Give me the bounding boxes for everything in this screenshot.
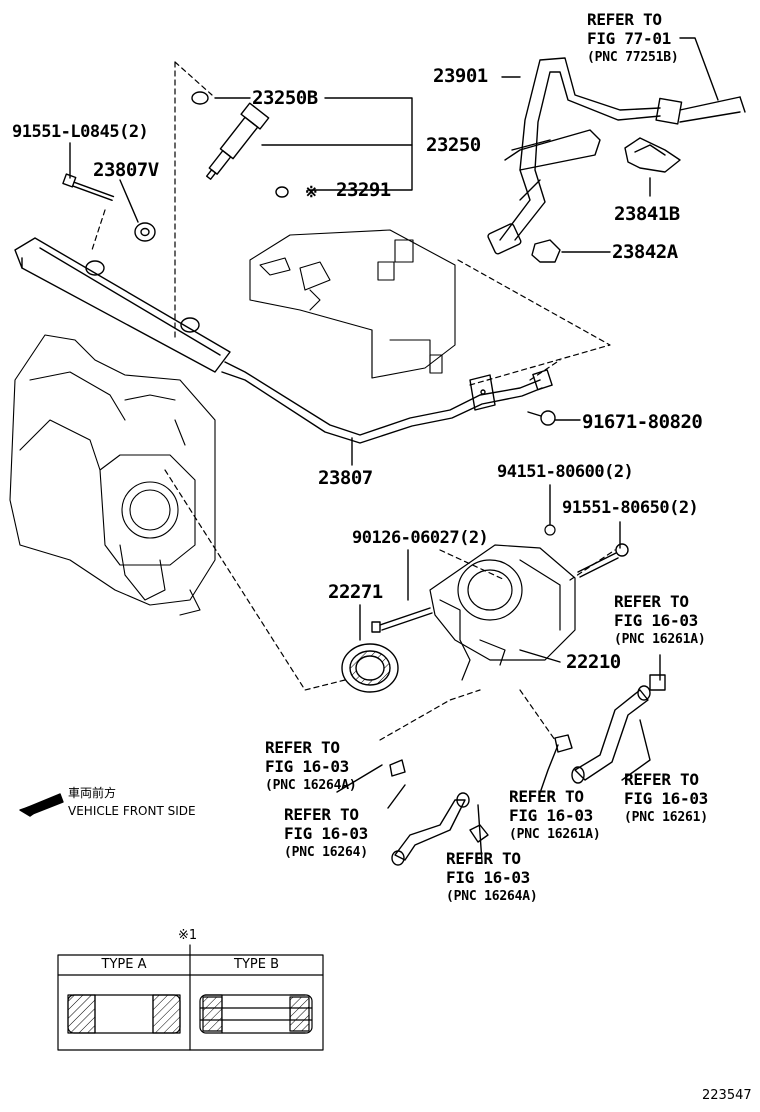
label-23841B[interactable]: 23841B — [614, 203, 680, 225]
label-91551-80650[interactable]: 91551-80650(2) — [562, 498, 699, 518]
label-23842A[interactable]: 23842A — [612, 241, 678, 263]
label-23807V[interactable]: 23807V — [93, 159, 159, 181]
label-23250B[interactable]: 23250B — [252, 87, 318, 109]
bolt-91671 — [527, 410, 556, 426]
table-header-type-a: TYPE A — [101, 957, 147, 972]
diagram-code: 223547 — [702, 1088, 752, 1103]
type-table — [57, 944, 324, 1051]
throttle-body — [429, 524, 576, 681]
clamp-23842A — [531, 239, 561, 263]
leader-23250-group — [307, 97, 413, 191]
label-23807[interactable]: 23807 — [318, 467, 373, 489]
label-23901[interactable]: 23901 — [433, 65, 488, 87]
label-22271[interactable]: 22271 — [328, 581, 383, 603]
label-23250[interactable]: 23250 — [426, 134, 481, 156]
label-90126-06027[interactable]: 90126-06027(2) — [352, 528, 489, 548]
stud — [371, 607, 433, 633]
label-91671-80820[interactable]: 91671-80820 — [582, 411, 703, 433]
o-ring — [191, 91, 209, 105]
clip-23841B — [624, 137, 681, 173]
leader-22210 — [519, 649, 561, 663]
table-note-marker: ※1 — [178, 928, 198, 943]
leader-fig77 — [679, 37, 719, 101]
intake-manifold — [9, 334, 216, 616]
table-header-type-b: TYPE B — [234, 957, 279, 972]
gasket — [341, 643, 399, 693]
injector — [205, 102, 270, 180]
water-hoses — [389, 674, 666, 866]
label-23291[interactable]: 23291 — [336, 179, 391, 201]
inline-note-marker: ※ — [305, 183, 318, 201]
cylinder-head — [249, 229, 456, 379]
fuel-rail — [14, 237, 553, 444]
label-91551-L0845[interactable]: 91551-L0845(2) — [12, 122, 149, 142]
fuel-hose — [487, 57, 746, 255]
leader-23807V — [119, 179, 139, 223]
vehicle-front-label: 車両前方 VEHICLE FRONT SIDE — [68, 786, 196, 818]
bolt-left — [62, 173, 115, 202]
label-22210[interactable]: 22210 — [566, 651, 621, 673]
bolt-91551-80650 — [577, 543, 629, 578]
label-94151-80600[interactable]: 94151-80600(2) — [497, 462, 634, 482]
